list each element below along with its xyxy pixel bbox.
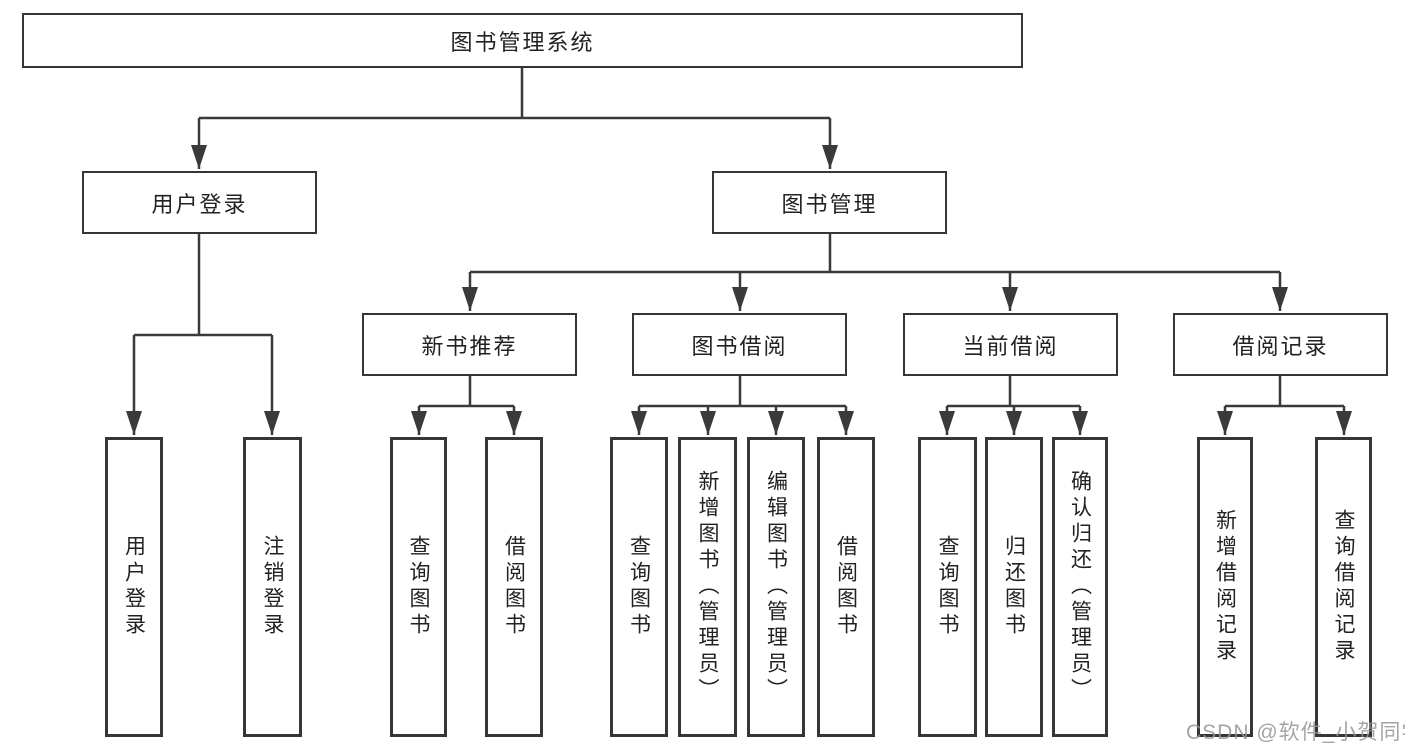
leaf-logout-login: 注销登录 (243, 437, 302, 737)
connector-root-stem (199, 68, 830, 120)
leaf-borrow-borrow-books: 借阅图书 (817, 437, 875, 737)
connector-borrow-stem (639, 376, 846, 408)
csdn-watermark: CSDN @软件_小贺同学 (1186, 721, 1405, 744)
leaf-records-query-borrow-record: 查询借阅记录 (1315, 437, 1372, 737)
node-new-book-recommend: 新书推荐 (362, 313, 577, 376)
connector-current-stem (947, 376, 1080, 408)
node-current-borrow: 当前借阅 (903, 313, 1118, 376)
leaf-current-return-books: 归还图书 (985, 437, 1043, 737)
leaf-borrow-add-books-admin: 新增图书（管理员） (678, 437, 737, 737)
leaf-recommend-borrow-books: 借阅图书 (485, 437, 543, 737)
leaf-user-login: 用户登录 (105, 437, 163, 737)
leaf-recommend-query-books: 查询图书 (390, 437, 447, 737)
node-book-management: 图书管理 (712, 171, 947, 234)
connector-book-management-stem (470, 234, 1280, 274)
node-root-system: 图书管理系统 (22, 13, 1023, 68)
leaf-borrow-query-books: 查询图书 (610, 437, 668, 737)
node-borrow-records: 借阅记录 (1173, 313, 1388, 376)
leaf-current-confirm-return-admin: 确认归还（管理员） (1052, 437, 1108, 737)
connector-user-login-stem (134, 234, 272, 337)
node-book-borrow: 图书借阅 (632, 313, 847, 376)
connector-records-stem (1225, 376, 1344, 408)
leaf-current-query-books: 查询图书 (918, 437, 977, 737)
node-user-login: 用户登录 (82, 171, 317, 234)
leaf-records-add-borrow-record: 新增借阅记录 (1197, 437, 1253, 737)
connector-recommend-stem (419, 376, 514, 408)
leaf-borrow-edit-books-admin: 编辑图书（管理员） (747, 437, 805, 737)
